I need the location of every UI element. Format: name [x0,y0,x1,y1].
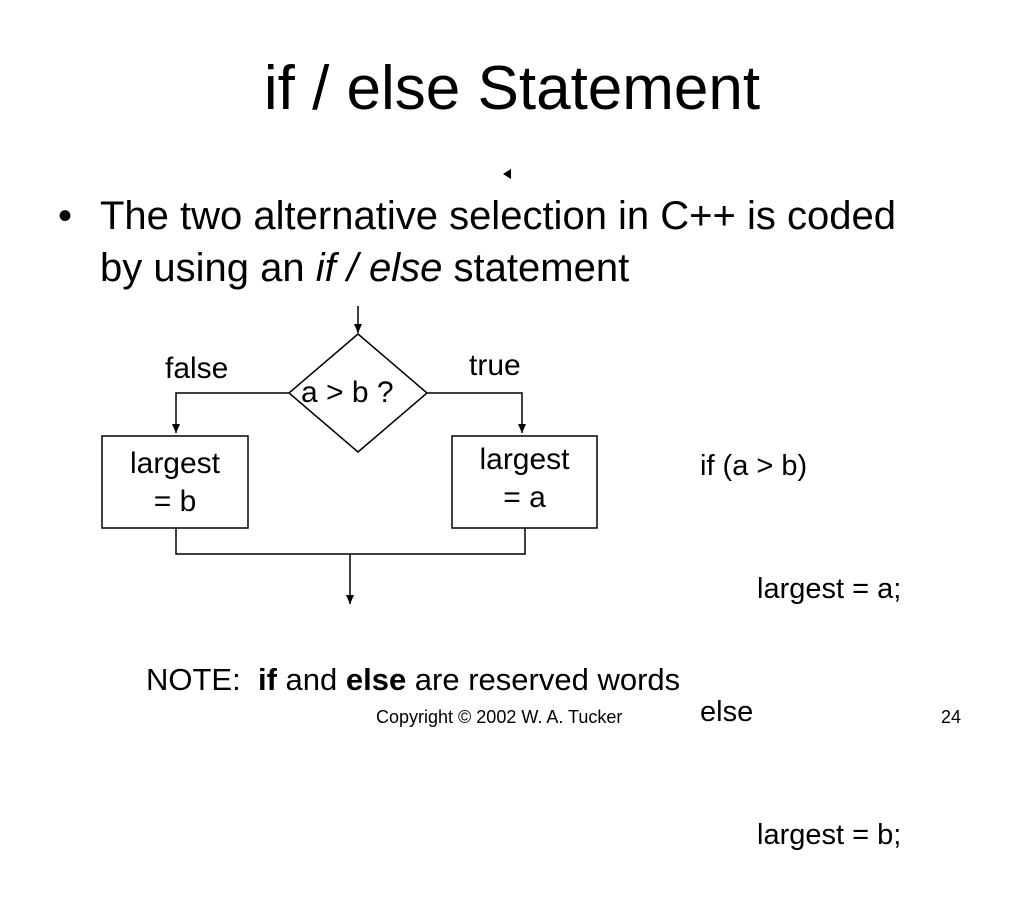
note-mid: and [276,662,346,697]
true-box-line2: = a [503,481,546,514]
flowchart-diagram [101,306,598,604]
false-branch-arrow [172,392,289,433]
true-box-label: largest = a [452,441,597,517]
code-line-3: else [700,696,754,728]
true-label: true [469,349,521,382]
bullet-text: The two alternative selection in C++ is … [100,190,940,294]
false-label: false [165,352,229,385]
false-box-line2: = b [153,485,197,518]
note-prefix: NOTE: [146,662,258,697]
page-number: 24 [941,707,962,727]
merge-line [175,528,526,555]
condition-label: a > b ? [301,376,394,409]
decision-diamond [287,333,429,453]
slide-title: if / else Statement [263,54,761,123]
true-branch-arrow [427,392,526,433]
pointer-cursor-icon [503,169,511,179]
code-line-4: largest = b; [757,819,902,851]
code-snippet: if (a > b) largest = a; else largest = b… [700,364,901,897]
true-process-box [451,435,598,529]
note-text: NOTE: if and else are reserved words [146,664,680,695]
true-box-line1: largest [479,443,570,476]
bullet-text-end: statement [442,246,630,290]
bullet-marker: • [58,194,73,238]
false-box-line1: largest [129,447,221,480]
note-suffix: are reserved words [406,662,681,697]
copyright-footer: Copyright © 2002 W. A. Tucker [376,707,623,727]
code-line-1: if (a > b) [700,450,808,482]
false-box-label: largest = b [102,445,248,521]
code-line-2: largest = a; [757,573,902,605]
false-process-box [101,435,249,529]
bullet-text-start: The two alternative selection in C++ is … [100,194,896,290]
bullet-text-italic: if / else [315,246,443,290]
note-keyword-else: else [345,662,407,697]
note-keyword-if: if [257,662,277,697]
